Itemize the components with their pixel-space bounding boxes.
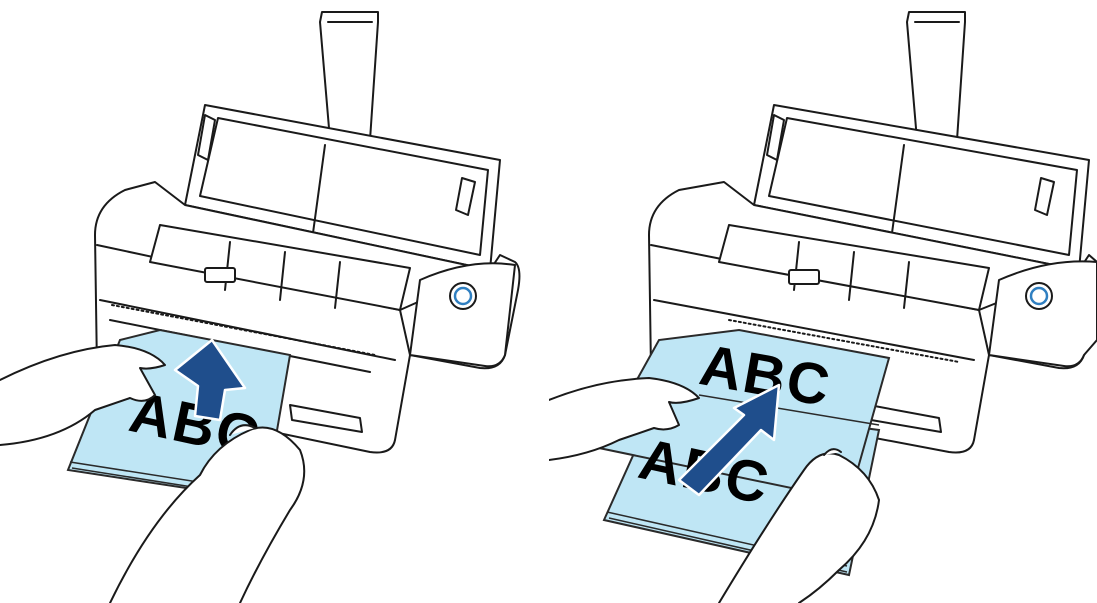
left-scanner-drawing: ABC <box>0 0 548 603</box>
chute-extension <box>320 12 378 140</box>
right-illustration: ABC ABC <box>549 0 1097 603</box>
scan-button-icon <box>450 283 476 309</box>
control-panel <box>410 263 515 366</box>
left-illustration: ABC <box>0 0 548 603</box>
tray-slider <box>205 268 235 282</box>
right-scanner-drawing: ABC ABC <box>549 0 1097 603</box>
scan-button-icon <box>1026 283 1052 309</box>
